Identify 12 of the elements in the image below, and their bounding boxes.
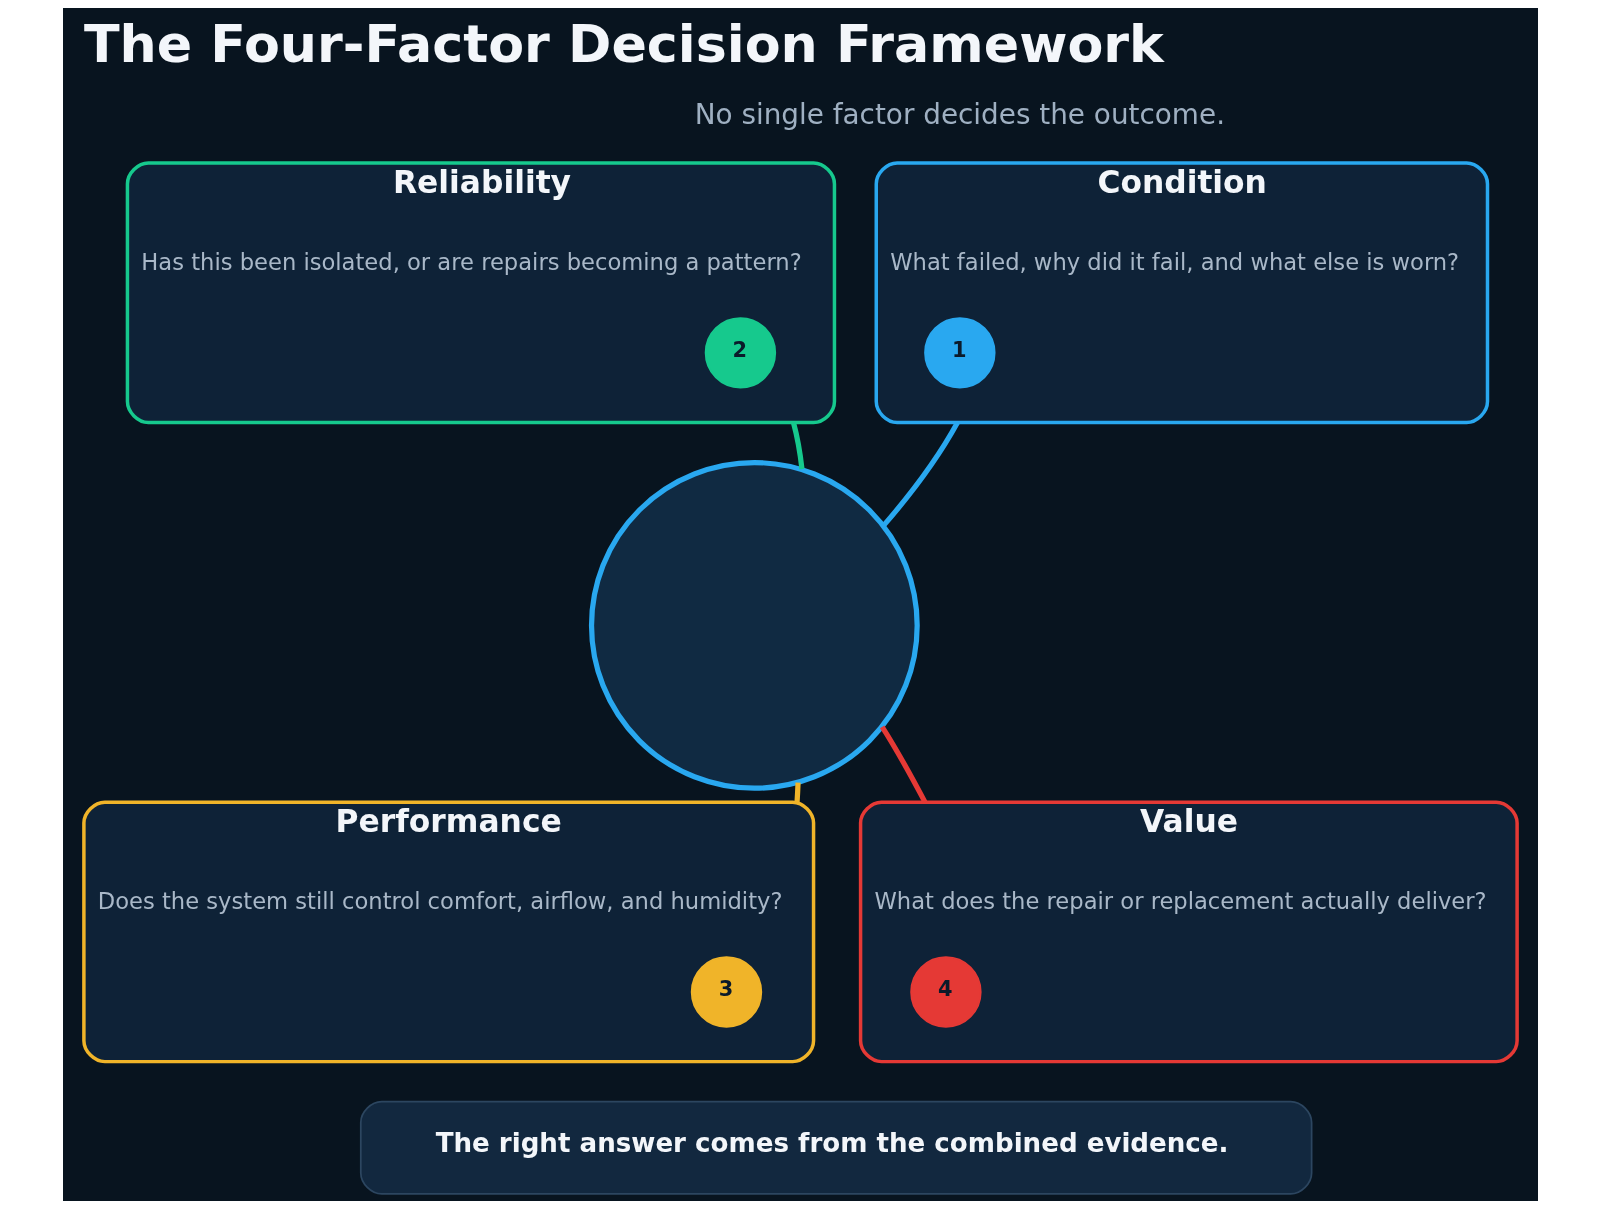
- node-circle: 3: [690, 956, 762, 1028]
- node-circle: 1: [923, 317, 996, 389]
- node-circle: [588, 459, 920, 791]
- connector: [793, 782, 801, 803]
- node-circle: 4: [909, 956, 982, 1028]
- label: No single factor decides the outcome.: [694, 98, 1225, 132]
- connector: [790, 421, 805, 470]
- diagram-title: The Four-Factor Decision Framework: [83, 14, 1164, 75]
- node-circle: 2: [704, 317, 776, 389]
- connector: [879, 725, 927, 804]
- connector: [880, 421, 960, 528]
- node-box: The right answer comes from the combined evidence.: [359, 1100, 1312, 1195]
